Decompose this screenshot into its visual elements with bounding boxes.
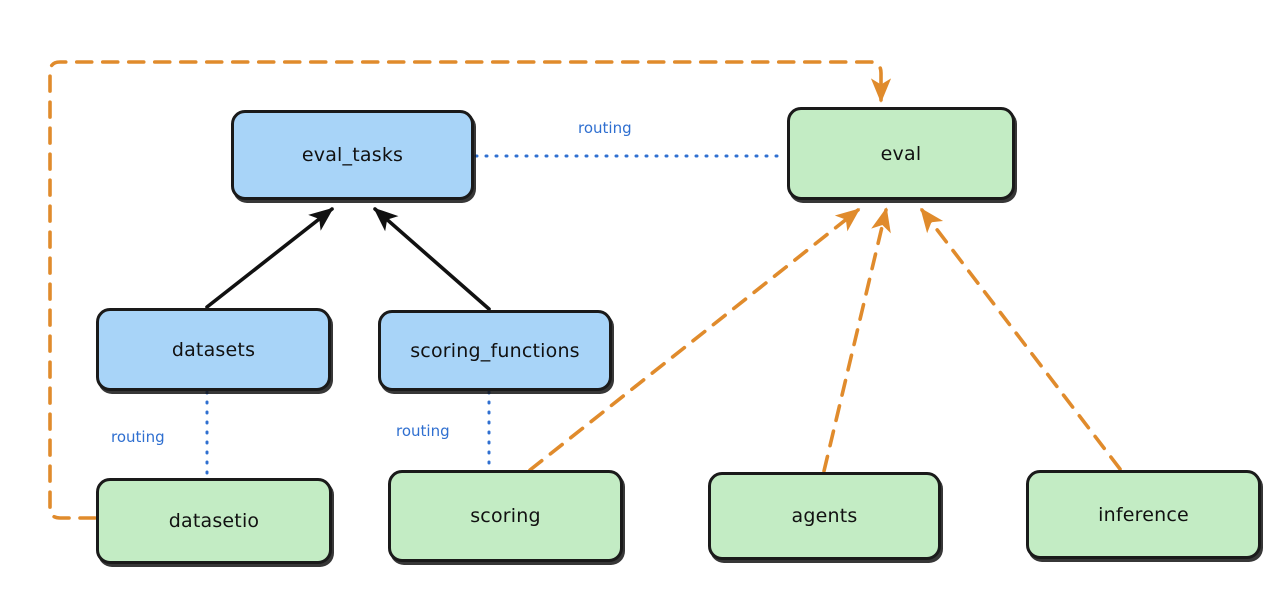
node-label: inference	[1098, 503, 1189, 526]
node-datasets[interactable]: datasets	[96, 308, 331, 391]
node-datasetio[interactable]: datasetio	[96, 478, 332, 564]
node-label: eval	[880, 142, 922, 165]
edge-label-routing-scoring_functions-scoring: routing	[396, 422, 450, 440]
node-eval[interactable]: eval	[787, 107, 1015, 200]
edge-datasetio-eval	[48, 60, 892, 520]
edge-label-routing-eval_tasks-eval: routing	[578, 119, 632, 137]
node-scoring[interactable]: scoring	[388, 470, 623, 562]
edge-scoring_functions-eval_tasks	[373, 207, 491, 311]
node-label: eval_tasks	[301, 144, 404, 166]
edge-label-routing-datasets-datasetio: routing	[111, 428, 165, 446]
edge-scoring-eval	[528, 208, 861, 472]
node-label: scoring_functions	[410, 339, 580, 362]
node-label: datasetio	[168, 510, 260, 532]
node-scoring_functions[interactable]: scoring_functions	[378, 310, 612, 391]
node-label: scoring	[470, 505, 541, 527]
edge-agents-eval	[822, 207, 891, 473]
node-label: datasets	[171, 338, 256, 361]
edge-datasets-eval_tasks	[205, 207, 334, 309]
node-agents[interactable]: agents	[708, 472, 941, 560]
node-inference[interactable]: inference	[1026, 470, 1261, 559]
edge-inference-eval	[920, 207, 1122, 471]
node-label: agents	[791, 505, 858, 527]
node-eval_tasks[interactable]: eval_tasks	[231, 110, 474, 200]
